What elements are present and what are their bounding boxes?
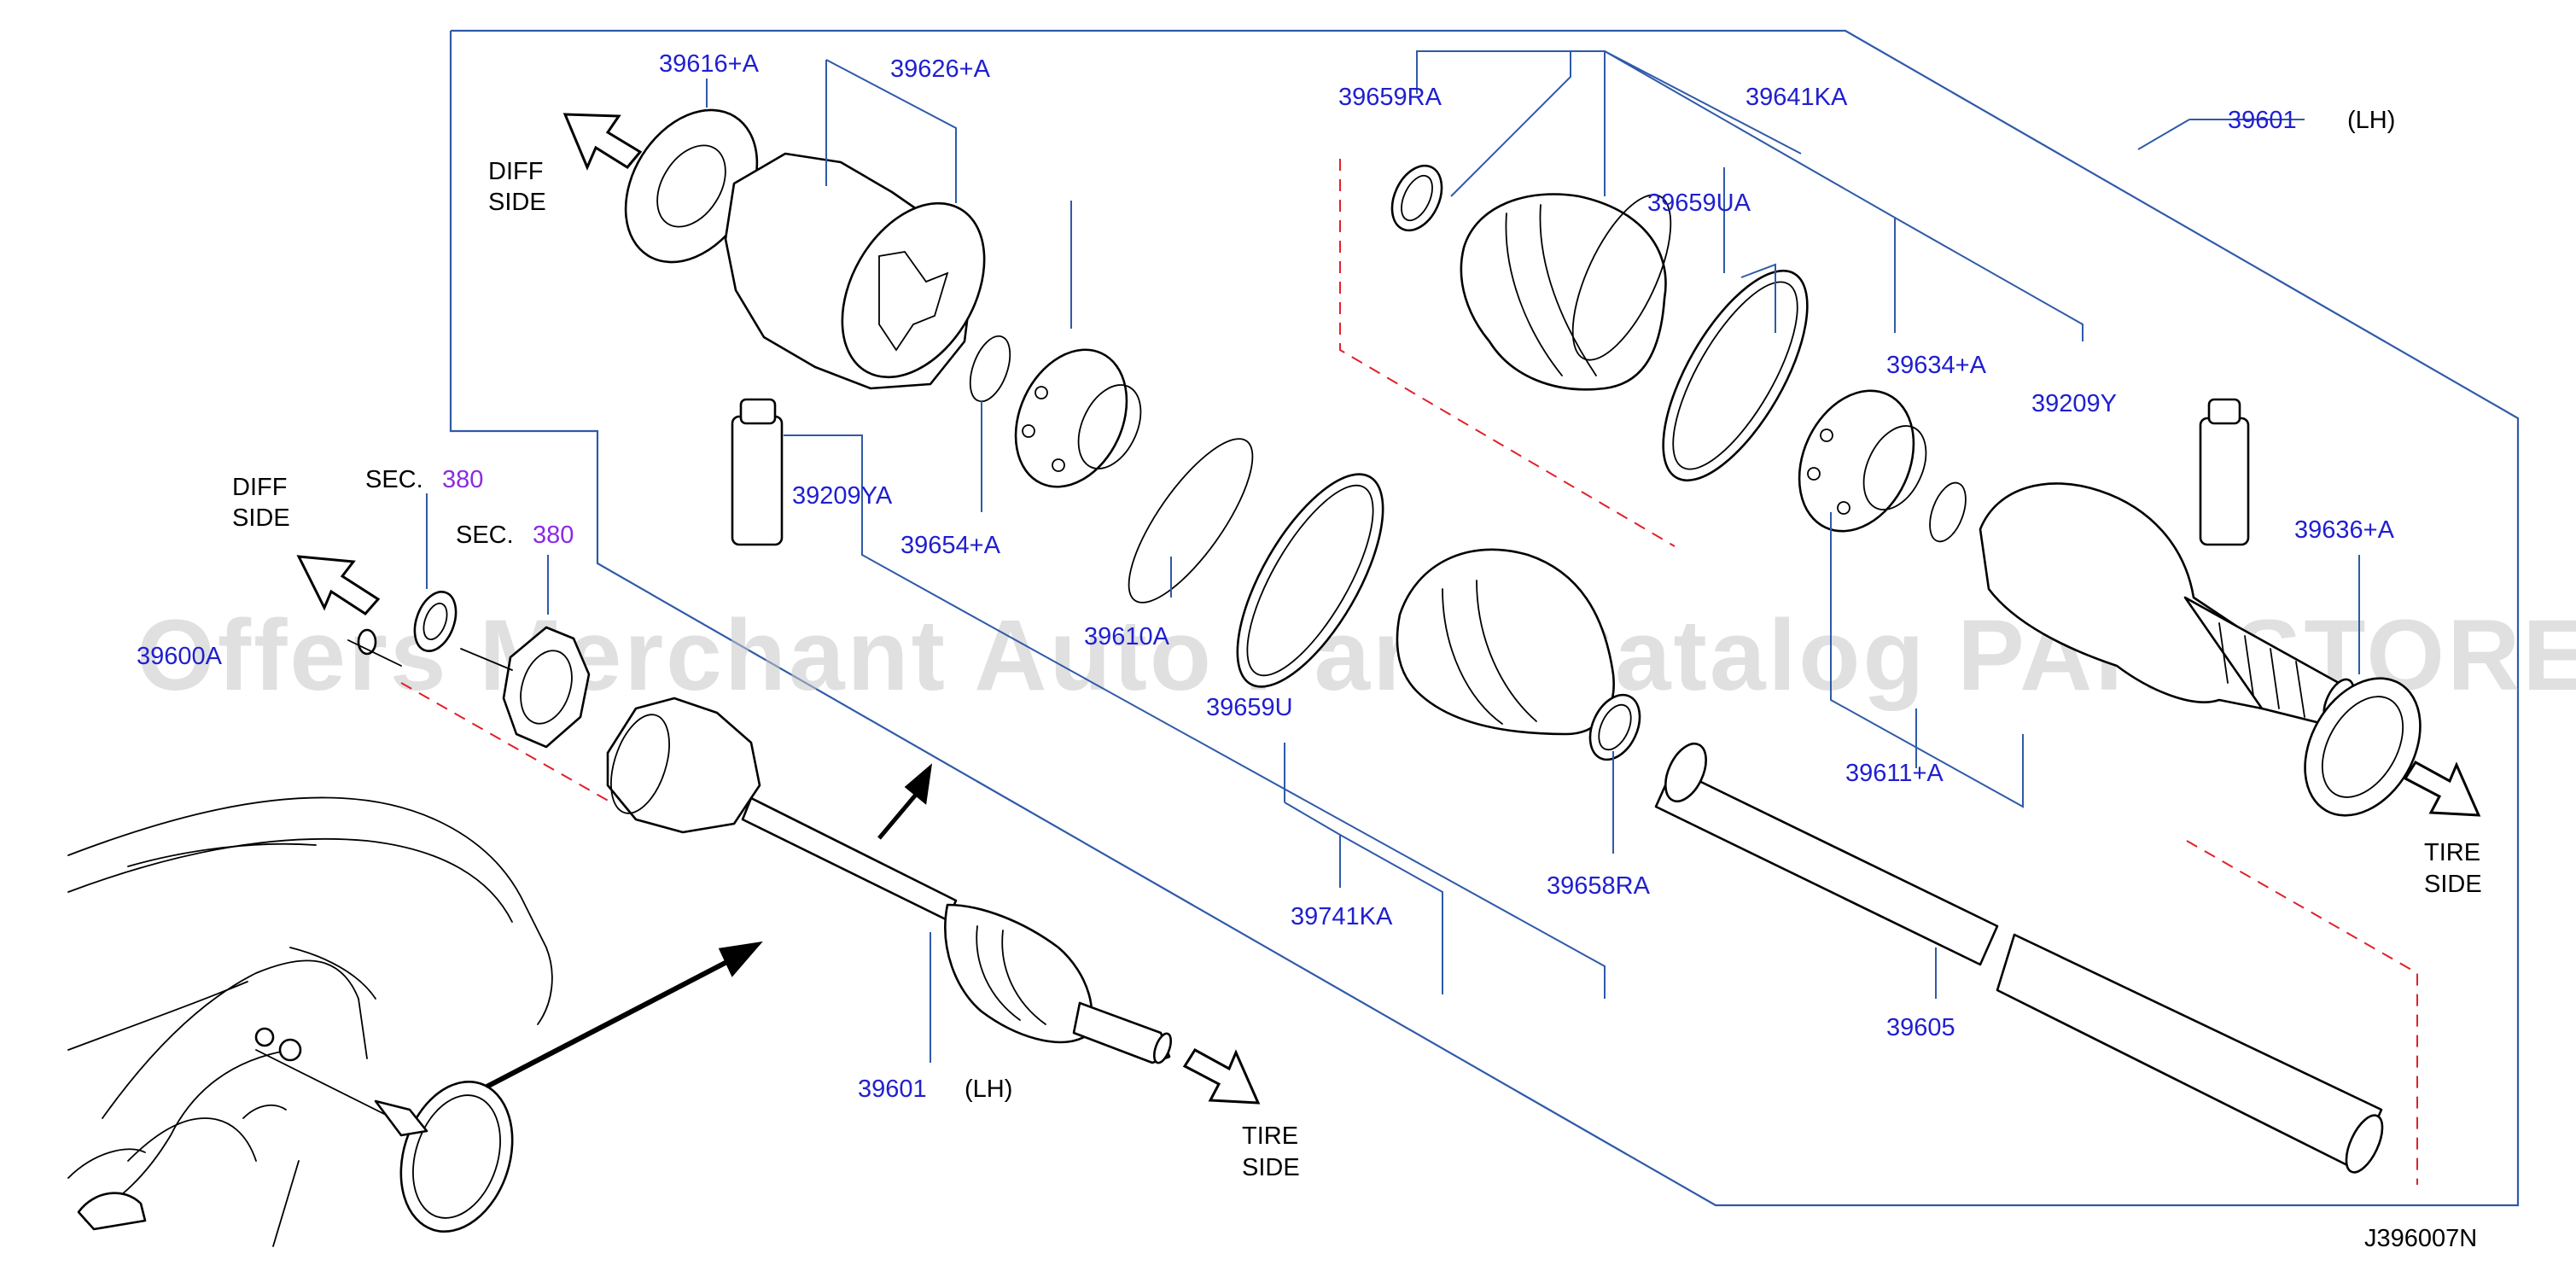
assembly-frame	[449, 29, 2520, 1207]
flow-arrow-up-icon	[877, 763, 933, 840]
part-label-39634[interactable]: 39634+A	[1886, 352, 1987, 379]
section-ref-prefix-1: SEC.	[365, 466, 423, 493]
drive-shaft-assembly	[347, 591, 1173, 1064]
part-label-39626[interactable]: 39626+A	[890, 55, 991, 83]
part-label-39601-top[interactable]: 39601	[2228, 107, 2297, 134]
part-label-39654[interactable]: 39654+A	[900, 532, 1001, 559]
vehicle-outline	[67, 796, 553, 1247]
part-label-39659ra[interactable]: 39659RA	[1338, 84, 1442, 111]
diff-side-arrow-top-icon	[562, 113, 643, 171]
part-label-39741ka[interactable]: 39741KA	[1291, 903, 1393, 930]
part-label-39209y[interactable]: 39209Y	[2031, 390, 2117, 417]
grease-tube-shape	[731, 415, 784, 546]
inner-joint-parts	[624, 108, 1641, 761]
section-ref-number-1[interactable]: 380	[442, 466, 483, 493]
part-label-39610a[interactable]: 39610A	[1084, 623, 1170, 650]
diff-side-arrow-left-icon	[296, 555, 381, 615]
part-label-lh-bottom: (LH)	[965, 1076, 1012, 1103]
part-label-39600a[interactable]: 39600A	[137, 643, 223, 670]
tire-side-bottom-line2: SIDE	[1242, 1154, 1300, 1181]
section-ref-prefix-2: SEC.	[456, 522, 514, 549]
hidden-line-boot-axis	[1339, 159, 1676, 547]
leader-lines	[426, 50, 2360, 1063]
part-label-39209ya[interactable]: 39209YA	[792, 482, 893, 510]
hidden-line-shaft-axis	[2186, 840, 2418, 1185]
part-label-39659u[interactable]: 39659U	[1206, 694, 1293, 721]
part-label-39616[interactable]: 39616+A	[659, 50, 760, 78]
diff-side-top-line1: DIFF	[488, 158, 543, 185]
part-label-39658ra[interactable]: 39658RA	[1547, 872, 1651, 900]
shaft-39605	[1654, 742, 2384, 1174]
tire-side-arrow-bottom-icon	[1182, 1048, 1261, 1105]
part-label-39611[interactable]: 39611+A	[1845, 760, 1944, 787]
part-label-39601-bottom[interactable]: 39601	[858, 1076, 927, 1103]
tire-side-right-line2: SIDE	[2424, 871, 2482, 898]
part-label-39636[interactable]: 39636+A	[2294, 516, 2395, 544]
tire-side-right-line1: TIRE	[2424, 839, 2480, 866]
part-label-39659ua[interactable]: 39659UA	[1647, 189, 1751, 217]
tire-side-arrow-right-icon	[2403, 761, 2481, 817]
drawing-code: J396007N	[2364, 1225, 2477, 1252]
diff-side-left-line1: DIFF	[232, 474, 287, 501]
tire-side-bottom-line1: TIRE	[1242, 1122, 1298, 1150]
part-label-39641ka[interactable]: 39641KA	[1746, 84, 1848, 111]
part-label-39605[interactable]: 39605	[1886, 1014, 1955, 1041]
flow-arrow-car-icon	[449, 941, 763, 1108]
outer-joint-parts	[1390, 164, 2422, 817]
diff-side-top-line2: SIDE	[488, 189, 546, 216]
part-label-lh-top: (LH)	[2347, 107, 2395, 134]
section-ref-number-2[interactable]: 380	[533, 522, 574, 549]
diff-side-left-line2: SIDE	[232, 504, 290, 532]
